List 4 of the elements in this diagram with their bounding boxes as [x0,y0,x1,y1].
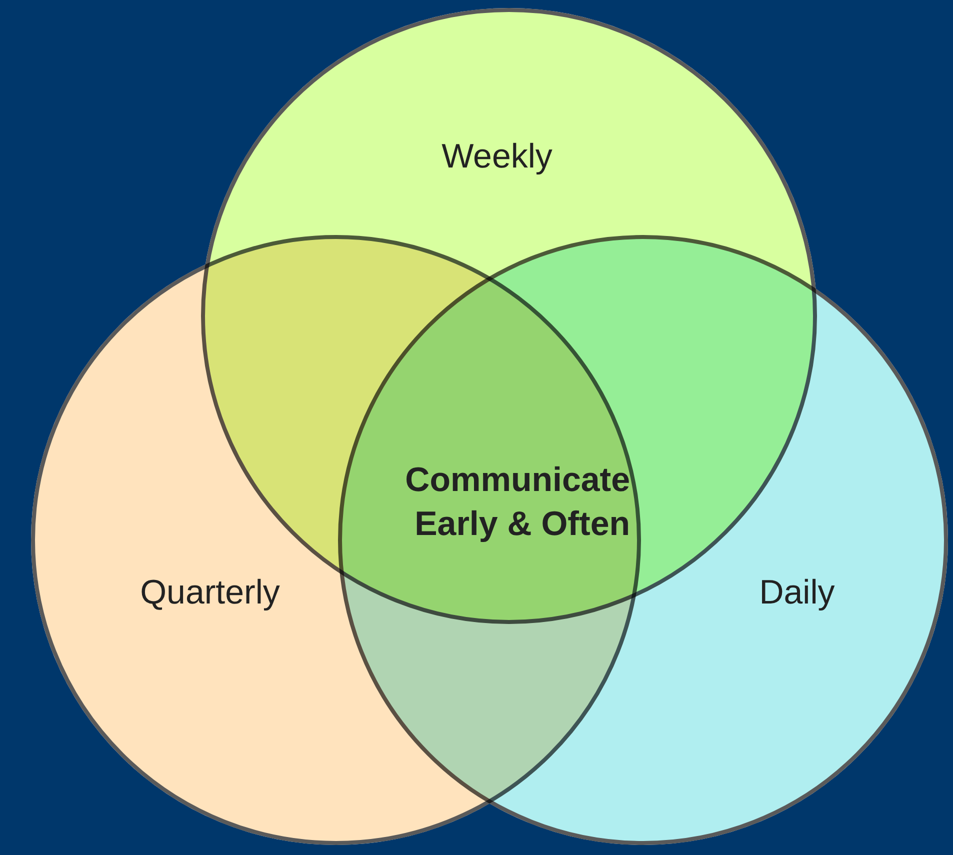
center-label: Communicate Early & Often [404,460,630,545]
circle-label: Weekly [442,136,552,178]
circle-label: Daily [759,572,835,614]
circle-label: Quarterly [140,572,280,614]
